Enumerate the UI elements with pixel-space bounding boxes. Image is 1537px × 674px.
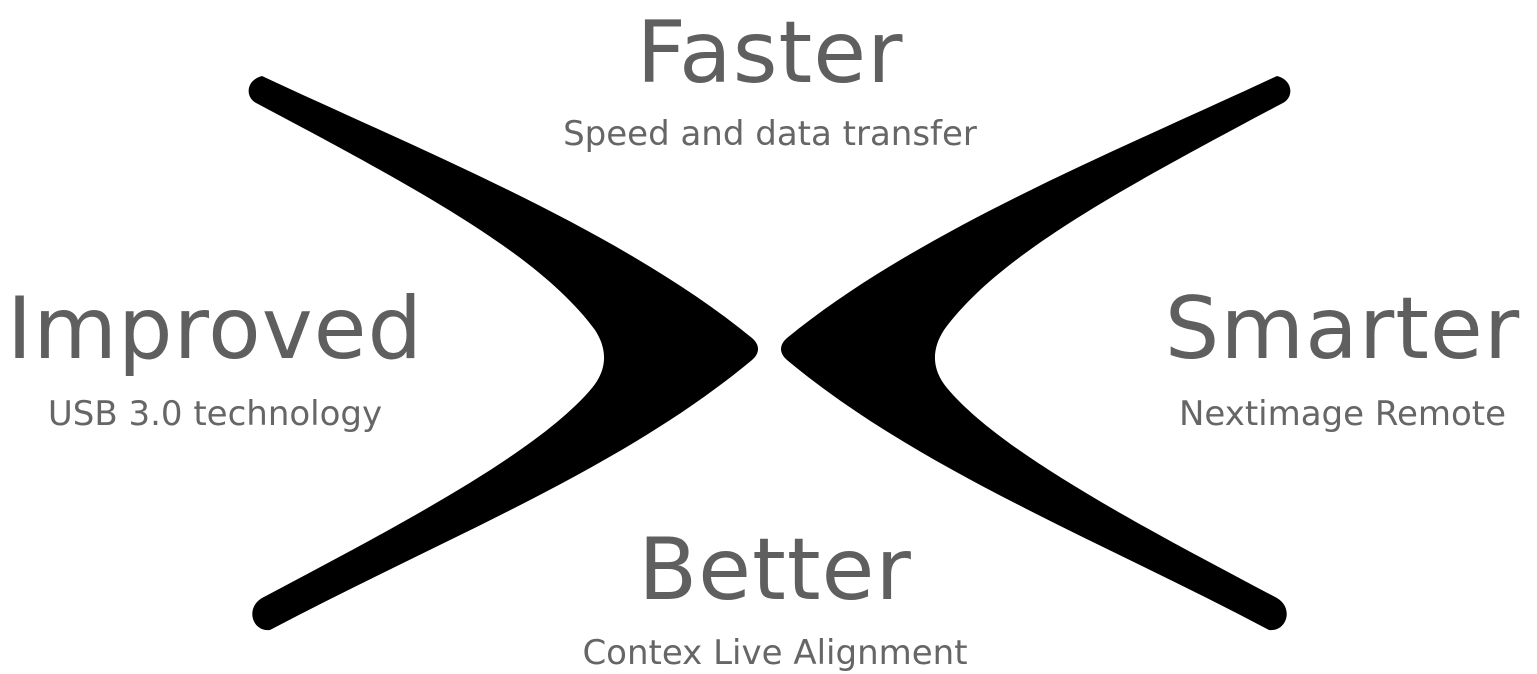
smarter-block: Smarter Nextimage Remote [1148, 286, 1537, 435]
left-chevron-shape [248, 76, 758, 631]
improved-subtitle: USB 3.0 technology [47, 394, 383, 434]
faster-subtitle: Speed and data transfer [563, 114, 977, 154]
faster-title: Faster [636, 3, 904, 103]
better-block: Better Contex Live Alignment [505, 527, 1045, 674]
right-chevron-shape [781, 76, 1291, 631]
smarter-subtitle: Nextimage Remote [1178, 394, 1507, 434]
faster-block: Faster Speed and data transfer [540, 10, 1000, 155]
improved-block: Improved USB 3.0 technology [0, 286, 430, 435]
improved-title: Improved [6, 279, 424, 379]
smarter-title: Smarter [1164, 279, 1521, 379]
better-title: Better [638, 520, 912, 620]
better-subtitle: Contex Live Alignment [582, 633, 968, 673]
